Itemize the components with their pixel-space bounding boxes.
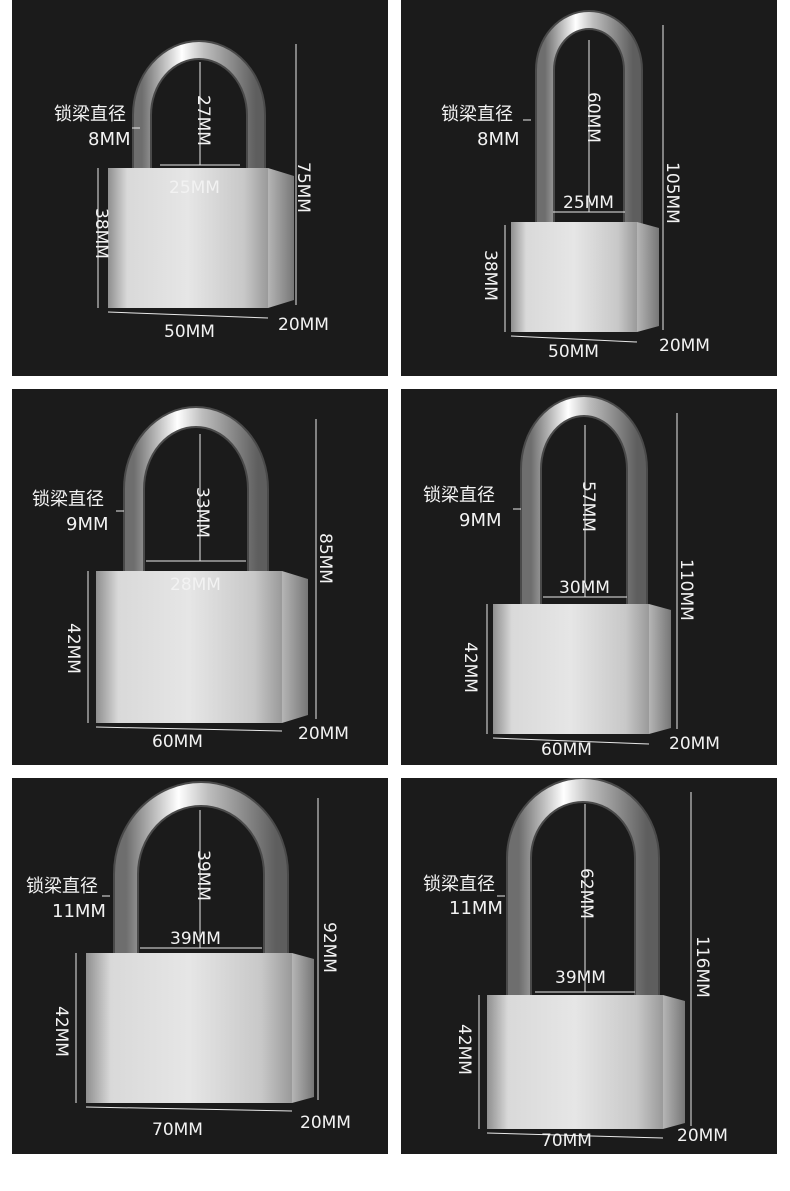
thickness-label: 20MM (300, 1113, 351, 1133)
padlock-panel-2: 锁梁直径 8MM 60MM 25MM 105MM 38MM 50MM 20MM (401, 0, 777, 376)
padlock-image-1 (108, 40, 294, 308)
inner-width-label: 28MM (170, 575, 221, 595)
shackle-diameter-label: 11MM (52, 901, 106, 922)
thickness-label: 20MM (298, 724, 349, 744)
body-width-label: 50MM (548, 342, 599, 362)
padlock-panel-4: 锁梁直径 9MM 57MM 30MM 110MM 42MM 60MM 20MM (401, 389, 777, 765)
shackle-label: 锁梁直径 (423, 485, 495, 506)
total-height-label: 116MM (692, 936, 712, 998)
shackle-label: 锁梁直径 (26, 876, 98, 897)
padlock-panel-5: 锁梁直径 11MM 39MM 39MM 92MM 42MM 70MM 20MM (12, 778, 388, 1154)
padlock-image-5 (86, 781, 314, 1103)
body-height-label: 42MM (454, 1024, 474, 1075)
shackle-diameter-label: 9MM (459, 510, 502, 531)
total-height-label: 110MM (676, 559, 696, 621)
body-width-label: 70MM (541, 1131, 592, 1151)
body-height-label: 38MM (480, 250, 500, 301)
inner-width-label: 25MM (169, 178, 220, 198)
body-width-label: 60MM (541, 740, 592, 760)
inner-height-label: 57MM (578, 481, 598, 532)
body-height-label: 38MM (91, 208, 111, 259)
shackle-diameter-label: 9MM (66, 514, 109, 535)
inner-height-label: 62MM (576, 868, 596, 919)
inner-width-label: 25MM (563, 193, 614, 213)
thickness-label: 20MM (669, 734, 720, 754)
body-width-label: 50MM (164, 322, 215, 342)
thickness-label: 20MM (278, 315, 329, 335)
shackle-label: 锁梁直径 (54, 104, 126, 125)
padlock-panel-3: 锁梁直径 9MM 33MM 28MM 85MM 42MM 60MM 20MM (12, 389, 388, 765)
thickness-label: 20MM (659, 336, 710, 356)
padlock-image-3 (96, 406, 308, 723)
inner-height-label: 27MM (193, 95, 213, 146)
shackle-label: 锁梁直径 (423, 874, 495, 895)
body-width-label: 70MM (152, 1120, 203, 1140)
total-height-label: 105MM (662, 162, 682, 224)
inner-width-label: 39MM (170, 929, 221, 949)
padlock-image-6 (487, 778, 685, 1129)
inner-height-label: 33MM (192, 487, 212, 538)
shackle-label: 锁梁直径 (32, 489, 104, 510)
inner-height-label: 39MM (193, 850, 213, 901)
shackle-diameter-label: 11MM (449, 898, 503, 919)
body-height-label: 42MM (460, 642, 480, 693)
padlock-image-2 (511, 10, 659, 332)
total-height-label: 85MM (315, 533, 335, 584)
total-height-label: 75MM (293, 162, 313, 213)
padlock-panel-6: 锁梁直径 11MM 62MM 39MM 116MM 42MM 70MM 20MM (401, 778, 777, 1154)
shackle-diameter-label: 8MM (88, 129, 131, 150)
thickness-label: 20MM (677, 1126, 728, 1146)
body-width-label: 60MM (152, 732, 203, 752)
padlock-image-4 (493, 395, 671, 734)
inner-width-label: 30MM (559, 578, 610, 598)
inner-height-label: 60MM (583, 92, 603, 143)
shackle-diameter-label: 8MM (477, 129, 520, 150)
shackle-label: 锁梁直径 (441, 104, 513, 125)
total-height-label: 92MM (319, 922, 339, 973)
body-height-label: 42MM (51, 1006, 71, 1057)
body-height-label: 42MM (63, 623, 83, 674)
padlock-panel-1: 锁梁直径 8MM 27MM 25MM 75MM 38MM 50MM 20MM (12, 0, 388, 376)
inner-width-label: 39MM (555, 968, 606, 988)
